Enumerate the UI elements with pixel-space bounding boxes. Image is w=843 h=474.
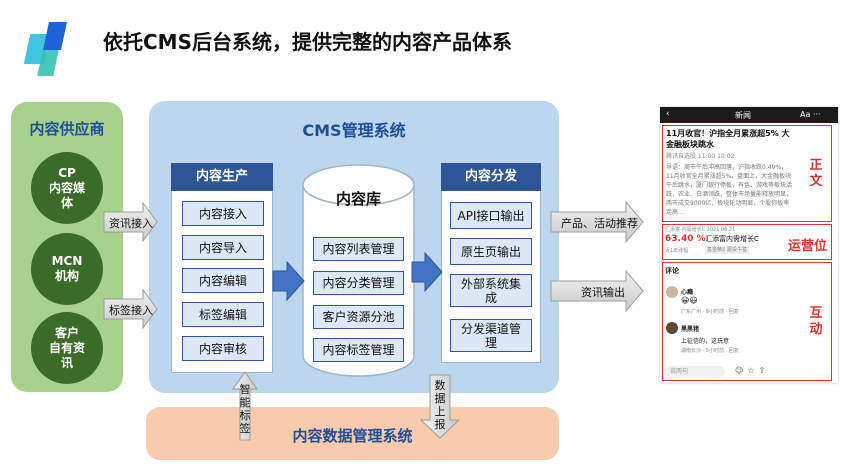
ad-tag-2: 跟投牛基 (725, 246, 750, 254)
production-item-review: 内容审核 (182, 336, 264, 361)
comment-user2-meta: 湖南长沙 · 5小时前 · 回复 (681, 348, 739, 354)
label-smart-tag: 智 能 标 签 (239, 383, 251, 435)
library-item-tag: 内容标签管理 (313, 338, 404, 362)
comments-block (662, 262, 832, 381)
comment-user1-name: 心瘾 (681, 289, 694, 296)
library-item-pool: 客户资源分池 (313, 305, 404, 329)
supplier-cp-media: CP 内容媒 体 (31, 152, 103, 224)
emoji-icon: 😀😃 (681, 296, 698, 305)
comments-label: 评论 (665, 267, 679, 275)
library-item-category: 内容分类管理 (313, 271, 404, 295)
arrow-news-in (103, 201, 158, 243)
label-interaction: 互 动 (809, 306, 823, 337)
production-item-import: 内容导入 (182, 235, 264, 260)
arrow-tag-in (103, 288, 158, 330)
production-item-tag-edit: 标签编辑 (182, 302, 264, 327)
article-meta: 腾讯自选股 11:00 10:02 (666, 153, 735, 160)
production-head: 内容生产 (171, 163, 273, 191)
label-data-report: 数 据 上 报 (434, 379, 446, 431)
comment-user2-name: 黑黑猪 (681, 326, 700, 333)
avatar-user2 (666, 322, 678, 334)
back-icon[interactable]: ‹ (666, 109, 670, 119)
ad-percent: 63.40 % (665, 234, 706, 244)
supplier-client-news: 客户 自有资 讯 (31, 312, 103, 384)
arrow-library-to-distribution (411, 251, 443, 293)
cms-title: CMS管理系统 (302, 121, 406, 140)
phone-mockup (660, 107, 838, 383)
supplier-mcn: MCN 机构 (31, 233, 103, 305)
page-title: 依托CMS后台系统，提供完整的内容产品体系 (103, 30, 512, 54)
label-product-push: 产品、活动推荐 (561, 217, 638, 230)
library-item-list: 内容列表管理 (313, 237, 404, 261)
article-headline[interactable]: 11月收官！沪指全月累涨超5% 大金融板块跳水 (666, 129, 790, 149)
distribution-item-native: 原生页输出 (450, 238, 532, 265)
label-news-out: 资讯输出 (581, 286, 625, 299)
data-platform-panel (146, 407, 559, 460)
phone-header-icons[interactable]: Aa ··· (800, 110, 821, 119)
ops-slot-block (662, 224, 832, 260)
production-item-edit: 内容编辑 (182, 268, 264, 293)
arrow-smart-tag (232, 371, 258, 441)
label-ops-slot: 运营位 (788, 239, 828, 254)
label-tag-in: 标签接入 (109, 304, 153, 317)
comment-input[interactable]: 说两句 (665, 366, 725, 377)
comment-action-icons[interactable]: ☺☆⇧ (735, 366, 770, 375)
distribution-head: 内容分发 (441, 163, 541, 191)
arrow-production-to-library (272, 260, 305, 302)
article-block (662, 125, 832, 222)
label-news-in: 资讯接入 (109, 217, 153, 230)
phone-header-title: 新闻 (735, 111, 751, 120)
comment-user2-text: 上征信的，这玩意 (681, 338, 730, 345)
ad-small-text: 汇添富·内需增长C 2021.06.21 (665, 227, 736, 233)
distribution-item-api: API接口输出 (450, 202, 532, 229)
data-platform-title: 内容数据管理系统 (292, 427, 413, 445)
supplier-title: 内容供应商 (29, 120, 105, 138)
distribution-item-channel: 分发渠道管 理 (450, 319, 532, 352)
arrow-product-push (550, 200, 644, 244)
avatar-user1 (666, 286, 678, 298)
library-head: 内容库 (335, 190, 381, 208)
ad-tag-1: 基金精选 (705, 246, 730, 254)
phone-header-bar: ‹ 新闻 Aa ··· (660, 107, 838, 123)
label-main-text: 正 文 (809, 158, 823, 189)
arrow-news-out (550, 269, 644, 313)
ad-fund-name[interactable]: 汇添富内需增长C (705, 235, 759, 243)
comment-user1-meta: 广东广州 · 9小时前 · 回复 (681, 309, 739, 315)
article-body: 导语：周市午后冲高回落，沪指收跌0.49%，11月收官全月累涨超5%，盘面上，大… (666, 164, 793, 216)
production-item-access: 内容接入 (182, 201, 264, 226)
ad-percent-note: 近1年涨幅 (665, 248, 689, 254)
distribution-item-external: 外部系统集 成 (450, 274, 532, 307)
arrow-data-report (419, 374, 461, 439)
